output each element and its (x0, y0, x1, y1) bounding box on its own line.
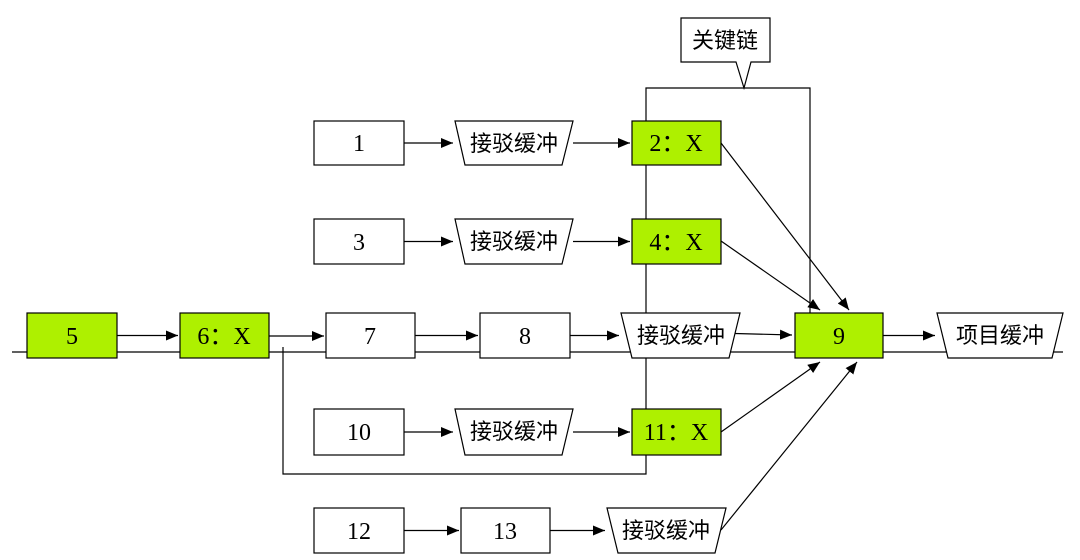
node-13: 13 (460, 507, 551, 554)
node-6: 6：X (179, 312, 270, 359)
node-3: 3 (313, 218, 405, 265)
node-5-box (26, 312, 118, 359)
node-8-box (479, 312, 571, 359)
node-6-label: 6：X (197, 324, 250, 350)
feeding-buffer-1-shape (454, 120, 574, 166)
node-8-label: 8 (519, 324, 531, 350)
node-2: 2：X (631, 120, 722, 166)
node-3-box (313, 218, 405, 265)
node-1: 1 (313, 120, 405, 166)
feeding-buffer-5-shape (606, 507, 727, 554)
edge-n4-to-n9 (720, 240, 821, 311)
feeding-buffer-5-label: 接驳缓冲 (622, 519, 710, 544)
node-11-label: 11：X (644, 420, 708, 446)
project-buffer: 项目缓冲 (936, 312, 1064, 359)
feeding-buffer-3: 接驳缓冲 (620, 312, 741, 359)
feeding-buffer-4: 接驳缓冲 (454, 408, 574, 456)
node-12: 12 (313, 507, 405, 554)
node-1-box (313, 120, 405, 166)
node-12-label: 12 (347, 519, 371, 545)
node-7-box (325, 312, 416, 359)
feeding-buffer-3-label: 接驳缓冲 (637, 324, 725, 349)
feeding-buffer-2: 接驳缓冲 (454, 218, 574, 265)
feeding-buffer-2-shape (454, 218, 574, 265)
node-11-box (631, 408, 722, 456)
node-9-box (794, 312, 884, 359)
node-1-label: 1 (353, 131, 365, 157)
node-3-label: 3 (353, 230, 365, 256)
node-7: 7 (325, 312, 416, 359)
callout-label: 关键链 (692, 29, 758, 54)
feeding-buffer-4-shape (454, 408, 574, 456)
edge-fb3-to-n9 (734, 329, 793, 340)
critical-chain-callout: 关键链 (680, 17, 771, 91)
feeding-buffer-3-shape (620, 312, 741, 359)
edge-fb5-to-n9 (720, 361, 858, 531)
node-6-box (179, 312, 270, 359)
node-4-box (631, 218, 722, 265)
node-9: 9 (794, 312, 884, 359)
node-10-box (313, 408, 405, 456)
node-5-label: 5 (66, 324, 78, 350)
node-12-box (313, 507, 405, 554)
node-2-box (631, 120, 722, 166)
project-buffer-label: 项目缓冲 (956, 324, 1044, 349)
node-4-label: 4：X (649, 230, 702, 256)
feeding-buffer-4-label: 接驳缓冲 (470, 420, 558, 445)
node-2-label: 2：X (649, 131, 702, 157)
edge-n2-to-n9 (720, 142, 850, 311)
edge-n11-to-n9 (720, 361, 821, 433)
node-10-label: 10 (347, 420, 371, 446)
node-13-label: 13 (493, 519, 517, 545)
critical-chain-outline (282, 87, 811, 475)
node-7-label: 7 (364, 324, 376, 350)
node-4: 4：X (631, 218, 722, 265)
edges-layer (117, 138, 935, 536)
node-9-label: 9 (833, 324, 845, 350)
feeding-buffer-1: 接驳缓冲 (454, 120, 574, 166)
feeding-buffer-5: 接驳缓冲 (606, 507, 727, 554)
node-5: 5 (26, 312, 118, 359)
project-buffer-shape (936, 312, 1064, 359)
node-8: 8 (479, 312, 571, 359)
feeding-buffer-1-label: 接驳缓冲 (470, 132, 558, 157)
node-10: 10 (313, 408, 405, 456)
node-11: 11：X (631, 408, 722, 456)
node-13-box (460, 507, 551, 554)
feeding-buffer-2-label: 接驳缓冲 (470, 230, 558, 255)
